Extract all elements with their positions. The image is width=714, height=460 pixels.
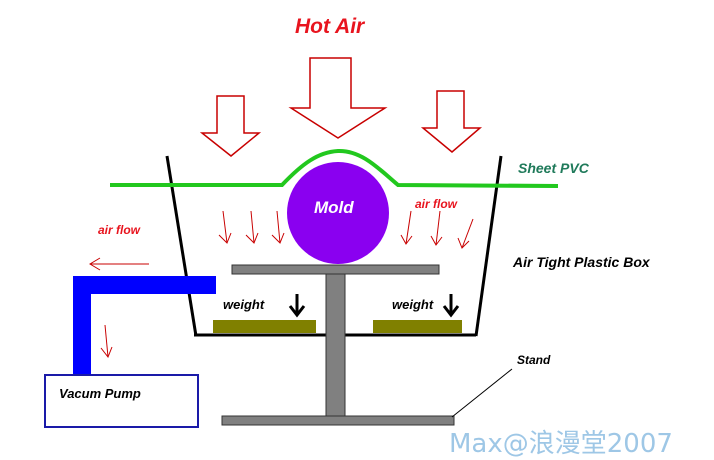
stand <box>221 264 455 426</box>
air-flow-arrow-down <box>400 210 413 245</box>
weight-block-right <box>373 320 462 333</box>
hot-air-arrows <box>199 57 483 157</box>
weight-arrow-right <box>442 294 460 318</box>
weight-block-left <box>213 320 316 333</box>
air-flow-label-right: air flow <box>415 197 458 211</box>
weight-label-right: weight <box>392 297 434 312</box>
hot-air-arrow-right <box>420 90 483 153</box>
hot-air-arrow-left <box>199 95 262 157</box>
air-flow-arrow-down <box>430 210 443 246</box>
pipe-vertical <box>73 276 91 375</box>
box-right-wall <box>474 155 503 337</box>
sheet-pvc-label: Sheet PVC <box>518 160 589 176</box>
mold-label: Mold <box>314 198 354 217</box>
air-flow-label-left: air flow <box>98 223 141 237</box>
watermark: Max@浪漫堂2007 <box>449 429 673 459</box>
air-flow-arrow-outlet <box>89 257 149 271</box>
air-flow-arrow-down <box>457 218 474 249</box>
air-tight-box-label: Air Tight Plastic Box <box>513 254 650 270</box>
air-flow-arrow-down <box>100 324 113 358</box>
vacuum-pump-box <box>44 374 199 428</box>
hot-air-arrow-center <box>288 57 388 139</box>
vacuum-pump-label: Vacum Pump <box>59 386 141 401</box>
air-flow-arrows <box>89 210 474 358</box>
sheet-pvc <box>110 148 559 188</box>
stand-top-plate <box>231 264 440 275</box>
air-flow-arrow-down <box>218 210 232 244</box>
weight-label-left: weight <box>223 297 265 312</box>
stand-column <box>325 273 346 417</box>
stand-leader-line <box>451 368 513 418</box>
weights <box>213 320 462 333</box>
hot-air-label: Hot Air <box>295 15 365 38</box>
stand-label: Stand <box>517 353 551 367</box>
air-flow-arrow-down <box>271 210 285 244</box>
vacuum-pipe <box>73 276 216 375</box>
stand-base-plate <box>221 415 455 426</box>
weight-arrows <box>288 294 460 318</box>
pipe-horizontal <box>73 276 216 294</box>
weight-arrow-left <box>288 294 306 318</box>
air-flow-arrow-down <box>245 210 259 244</box>
mold-shape <box>287 162 389 264</box>
